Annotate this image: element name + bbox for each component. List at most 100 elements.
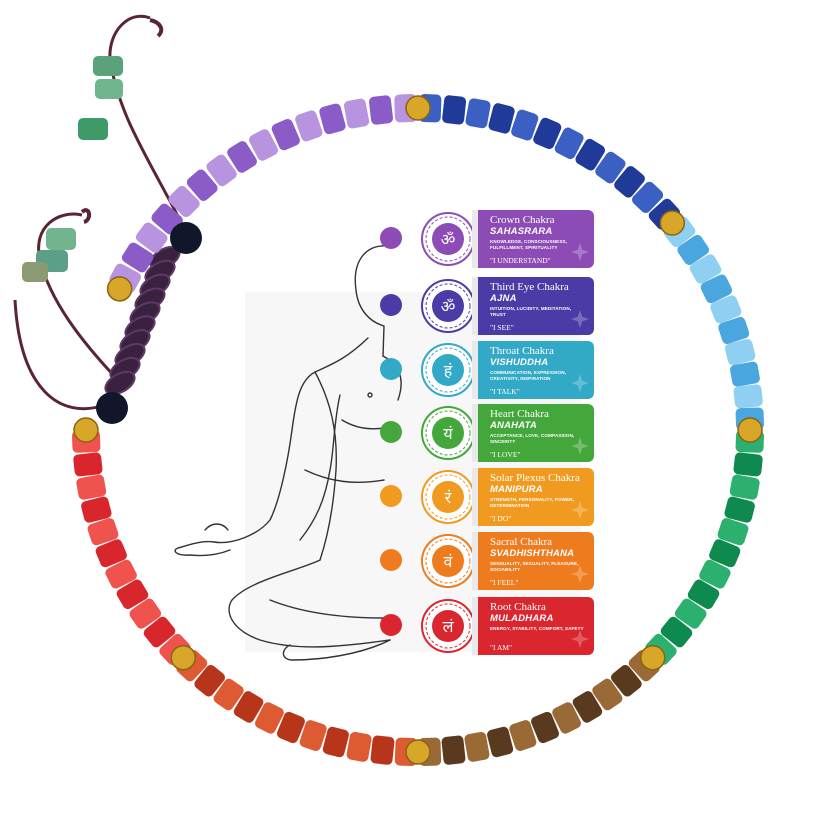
chakra-emblem-icon: हं	[421, 343, 475, 397]
bead	[87, 518, 119, 546]
bead	[442, 95, 467, 125]
bead	[441, 735, 466, 765]
bead	[733, 384, 763, 409]
bead	[710, 295, 742, 324]
chakra-name: Heart Chakra	[490, 408, 549, 420]
bead	[135, 222, 168, 253]
bead	[299, 720, 327, 751]
chakra-traits: KNOWLEDGE, CONSCIOUSNESS, FULFILLMENT, S…	[490, 239, 568, 250]
lotus-icon	[571, 437, 589, 455]
chakra-banner: Crown Chakra SAHASRARA KNOWLEDGE, CONSCI…	[478, 210, 594, 268]
bead	[121, 242, 154, 273]
chakra-banner: Third Eye Chakra AJNA INTUITION, LUCIDIT…	[478, 277, 594, 335]
adjuster-beads	[22, 56, 123, 282]
bead	[677, 234, 710, 265]
bead	[322, 726, 349, 758]
chakra-row: ॐ Third Eye Chakra AJNA INTUITION, LUCID…	[372, 277, 597, 335]
chakra-name: Throat Chakra	[490, 345, 554, 357]
bead	[254, 702, 284, 734]
bead	[660, 616, 693, 648]
chakra-traits: STRENGTH, PERSONALITY, POWER, DETERMINAT…	[490, 497, 575, 508]
chakra-name: Third Eye Chakra	[490, 281, 569, 293]
chakra-row: यं Heart Chakra ANAHATA ACCEPTANCE, LOVE…	[372, 404, 597, 462]
bead	[552, 702, 582, 734]
chakra-sanskrit: SVADHISHTHANA	[490, 548, 575, 559]
bead	[718, 317, 750, 344]
chakra-dot	[380, 294, 402, 316]
bead	[689, 254, 722, 284]
chakra-sanskrit: SAHASRARA	[490, 226, 553, 237]
chakra-dot	[380, 421, 402, 443]
chakra-emblem-icon: लं	[421, 599, 475, 653]
chakra-symbol: ॐ	[441, 297, 456, 316]
chakra-dot	[380, 358, 402, 380]
bead	[95, 539, 127, 568]
bead	[724, 496, 755, 523]
chakra-traits: INTUITION, LUCIDITY, MEDITATION, TRUST	[490, 306, 572, 317]
bead	[105, 559, 137, 589]
bead-ring	[72, 94, 765, 767]
gold-spacer	[640, 644, 666, 671]
chakra-name: Sacral Chakra	[490, 536, 552, 548]
chakra-mantra: "I LOVE"	[490, 450, 521, 459]
chakra-row: रं Solar Plexus Chakra MANIPURA STRENGTH…	[372, 468, 597, 526]
gold-spacer	[170, 644, 196, 671]
macrame-knot	[104, 245, 181, 396]
bead	[488, 103, 515, 134]
chakra-dot	[380, 614, 402, 636]
chakra-traits: ACCEPTANCE, LOVE, COMPASSION, SINCERITY	[490, 433, 575, 444]
chakra-emblem-icon: ॐ	[421, 212, 475, 266]
bead	[724, 339, 756, 366]
bead	[531, 711, 560, 744]
banner-stripe	[472, 468, 480, 526]
bead	[700, 274, 733, 304]
bead	[129, 598, 162, 629]
chakra-banner: Sacral Chakra SVADHISHTHANA SENSUALITY, …	[478, 532, 594, 590]
chakra-row: वं Sacral Chakra SVADHISHTHANA SENSUALIT…	[372, 532, 597, 590]
bead	[227, 141, 257, 173]
chakra-name: Crown Chakra	[490, 214, 555, 226]
bead	[487, 726, 514, 758]
bead	[730, 361, 760, 387]
chakra-mantra: "I TALK"	[490, 387, 520, 396]
bead	[595, 151, 626, 184]
bead	[533, 117, 562, 150]
bead	[143, 616, 176, 648]
chakra-symbol: ॐ	[441, 230, 456, 249]
bead	[592, 678, 623, 711]
bead	[213, 678, 244, 711]
banner-stripe	[472, 597, 480, 655]
onyx-bead	[96, 392, 128, 424]
onyx-bead	[170, 222, 202, 254]
chakra-banner: Solar Plexus Chakra MANIPURA STRENGTH, P…	[478, 468, 594, 526]
chakra-emblem-icon: ॐ	[421, 279, 475, 333]
bead	[709, 539, 741, 568]
bead	[729, 474, 760, 500]
chakra-symbol: हं	[444, 361, 453, 380]
chakra-sanskrit: VISHUDDHA	[490, 357, 549, 368]
bead	[572, 691, 603, 723]
gold-spacers	[73, 95, 763, 765]
bead	[73, 452, 103, 477]
lotus-icon	[571, 374, 589, 392]
bead	[370, 735, 395, 765]
chakra-emblem-icon: वं	[421, 534, 475, 588]
lotus-icon	[571, 310, 589, 328]
bead	[632, 181, 664, 214]
chakra-dot	[380, 549, 402, 571]
gold-spacer	[106, 276, 133, 302]
chakra-symbol: रं	[445, 488, 452, 507]
chakra-traits: SENSUALITY, SEXUALITY, PLEASURE, SOCIABI…	[490, 561, 579, 572]
bead	[464, 731, 490, 762]
bead	[116, 579, 149, 610]
chakra-dot	[380, 485, 402, 507]
chakra-mantra: "I UNDERSTAND"	[490, 256, 551, 265]
chakra-name: Root Chakra	[490, 601, 546, 613]
bead	[249, 129, 279, 161]
bead	[233, 691, 264, 723]
banner-stripe	[472, 277, 480, 335]
gold-spacer	[659, 210, 686, 236]
chakra-mantra: "I FEEL"	[490, 578, 519, 587]
